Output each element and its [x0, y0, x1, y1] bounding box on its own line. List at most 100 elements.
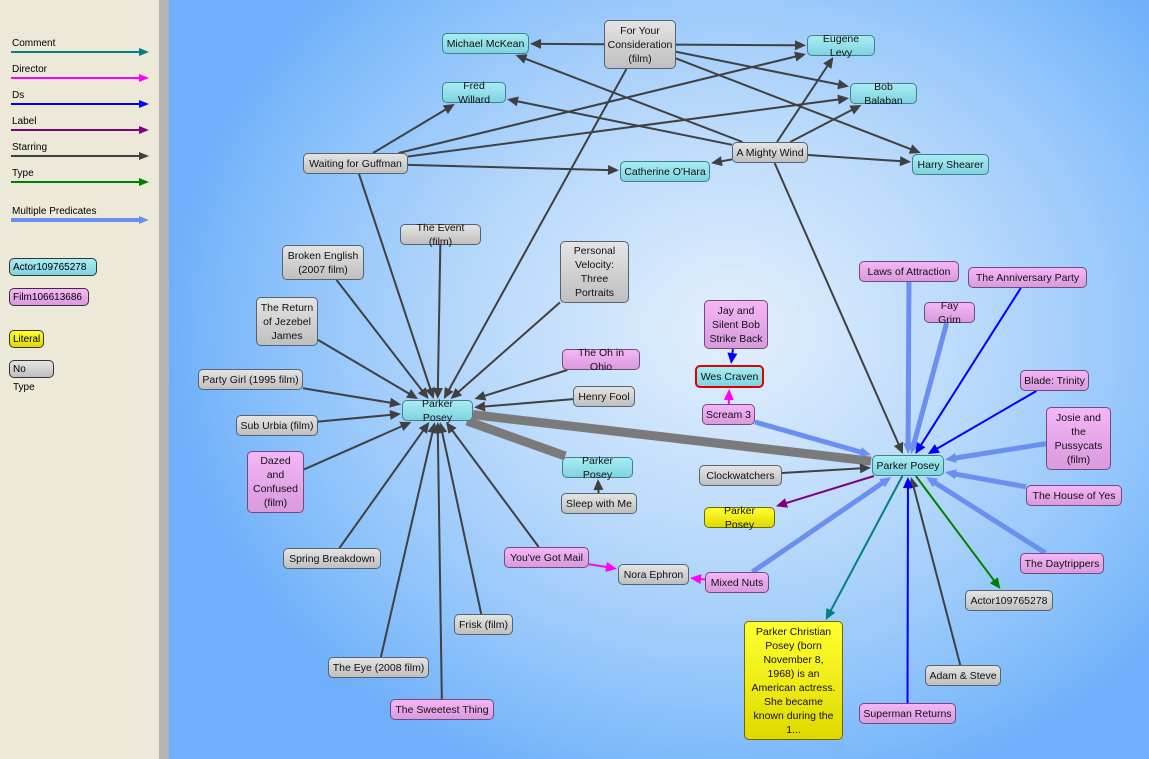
graph-edge-guffman-balaban[interactable] — [407, 94, 849, 158]
legend-predicate-type[interactable]: Type — [11, 168, 149, 190]
graph-node-ohara[interactable]: Catherine O'Hara — [620, 161, 710, 182]
graph-edge-fyc-shearer[interactable] — [675, 57, 921, 154]
legend-predicate-ds[interactable]: Ds — [11, 90, 149, 112]
graph-edge-ohio-pp1[interactable] — [474, 369, 568, 401]
graph-node-sleep[interactable]: Sleep with Me — [561, 493, 637, 514]
graph-edge-pp1-pp3[interactable] — [472, 410, 872, 466]
graph-edge-superman-pp3[interactable] — [902, 477, 913, 704]
graph-node-blade[interactable]: Blade: Trinity — [1020, 370, 1089, 391]
graph-edge-mail-ephron[interactable] — [588, 562, 617, 572]
graph-node-guffman[interactable]: Waiting for Guffman — [303, 153, 408, 174]
graph-edge-suburbia-pp1[interactable] — [317, 409, 401, 423]
graph-edge-faygrim-pp3[interactable] — [909, 322, 950, 454]
graph-node-velocity[interactable]: Personal Velocity: Three Portraits — [560, 241, 629, 303]
graph-node-partygirl[interactable]: Party Girl (1995 film) — [198, 369, 303, 390]
graph-edge-guffman-levy[interactable] — [398, 51, 806, 154]
legend-type-actor[interactable]: Actor109765278 — [9, 258, 97, 276]
graph-node-scream[interactable]: Scream 3 — [702, 404, 755, 425]
graph-node-fyc[interactable]: For Your Consideration (film) — [604, 20, 676, 69]
graph-node-sweetest[interactable]: The Sweetest Thing — [390, 699, 494, 720]
graph-edge-event-pp1[interactable] — [432, 244, 443, 399]
graph-edge-scream-pp3[interactable] — [754, 419, 871, 457]
graph-edge-henryfool-pp1[interactable] — [474, 398, 574, 412]
graph-edge-anniv-pp3[interactable] — [915, 287, 1022, 454]
graph-node-pp2[interactable]: Parker Posey — [562, 455, 633, 481]
graph-node-laws[interactable]: Laws of Attraction — [859, 261, 959, 282]
graph-edge-sleep-pp2[interactable] — [593, 479, 604, 494]
graph-edge-eye-pp1[interactable] — [379, 422, 438, 658]
graph-node-ohio[interactable]: The Oh in Ohio — [562, 347, 640, 373]
graph-edge-mixed-ephron[interactable] — [690, 574, 706, 585]
graph-node-mckean[interactable]: Michael McKean — [442, 33, 529, 54]
graph-node-mail[interactable]: You've Got Mail — [504, 547, 589, 568]
legend-predicate-director[interactable]: Director — [11, 64, 149, 86]
graph-node-houseyes[interactable]: The House of Yes — [1026, 485, 1122, 506]
graph-edge-mightywind-shearer[interactable] — [807, 154, 911, 167]
graph-edge-mightywind-ohara[interactable] — [711, 156, 733, 167]
graph-node-clock[interactable]: Clockwatchers — [699, 465, 782, 486]
graph-edge-mightywind-balaban[interactable] — [789, 105, 862, 143]
legend-predicate-multiple-predicates[interactable]: Multiple Predicates — [11, 206, 149, 228]
graph-edge-mixed-pp3[interactable] — [750, 477, 892, 575]
graph-edge-guffman-willard[interactable] — [372, 104, 455, 154]
graph-edge-scream-craven[interactable] — [723, 389, 734, 405]
graph-edge-fyc-pp1[interactable] — [443, 68, 628, 399]
graph-node-dazed[interactable]: Dazed and Confused (film) — [247, 451, 304, 513]
graph-edge-josie-pp3[interactable] — [945, 441, 1047, 463]
graph-edge-mail-pp1[interactable] — [446, 422, 540, 548]
graph-edge-guffman-pp1[interactable] — [358, 173, 435, 399]
graph-edge-blade-pp3[interactable] — [927, 390, 1037, 454]
graph-edge-velocity-pp1[interactable] — [450, 301, 561, 399]
graph-edge-mightywind-levy[interactable] — [776, 57, 834, 143]
graph-node-adam[interactable]: Adam & Steve — [925, 665, 1001, 686]
graph-node-pp3[interactable]: Parker Posey — [872, 455, 944, 476]
graph-edge-frisk-pp1[interactable] — [437, 422, 483, 615]
panel-splitter[interactable] — [159, 0, 169, 759]
legend-predicate-starring[interactable]: Starring — [11, 142, 149, 164]
graph-edge-guffman-ohara[interactable] — [407, 163, 619, 176]
graph-edge-mightywind-mckean[interactable] — [515, 54, 743, 143]
graph-edge-mightywind-willard[interactable] — [507, 96, 733, 146]
graph-node-superman[interactable]: Superman Returns — [859, 703, 956, 724]
graph-node-pp1[interactable]: Parker Posey — [402, 398, 473, 424]
graph-node-henryfool[interactable]: Henry Fool — [573, 386, 635, 407]
graph-edge-fyc-levy[interactable] — [675, 40, 806, 51]
graph-node-willard[interactable]: Fred Willard — [442, 80, 506, 106]
graph-node-jay[interactable]: Jay and Silent Bob Strike Back — [704, 300, 768, 349]
graph-node-craven[interactable]: Wes Craven — [695, 365, 764, 388]
graph-edge-daytrip-pp3[interactable] — [926, 477, 1047, 556]
graph-edge-clock-pp3[interactable] — [781, 463, 871, 475]
legend-predicate-comment[interactable]: Comment — [11, 38, 149, 60]
graph-node-daytrip[interactable]: The Daytrippers — [1020, 553, 1104, 574]
graph-canvas[interactable]: For Your Consideration (film) Michael McK… — [169, 0, 1149, 759]
graph-node-levy[interactable]: Eugene Levy — [807, 33, 875, 59]
graph-edge-spring-pp1[interactable] — [338, 422, 430, 549]
graph-edge-houseyes-pp3[interactable] — [945, 469, 1027, 490]
graph-node-jezebel[interactable]: The Return of Jezebel James — [256, 297, 318, 346]
graph-node-frisk[interactable]: Frisk (film) — [454, 614, 513, 635]
graph-edge-adam-pp3[interactable] — [908, 477, 962, 666]
graph-node-suburbia[interactable]: Sub Urbia (film) — [236, 415, 318, 436]
graph-node-pplit[interactable]: Parker Posey — [704, 505, 775, 531]
graph-node-anniv[interactable]: The Anniversary Party — [968, 267, 1087, 288]
graph-edge-pp3-comment[interactable] — [825, 475, 904, 620]
graph-edge-pp3-pplit[interactable] — [776, 475, 875, 508]
graph-edge-jay-craven[interactable] — [727, 348, 738, 364]
graph-edge-fyc-mckean[interactable] — [530, 38, 605, 49]
graph-node-faygrim[interactable]: Fay Grim — [924, 300, 975, 326]
graph-edge-pp3-actortype[interactable] — [915, 475, 1001, 589]
graph-node-spring[interactable]: Spring Breakdown — [283, 548, 381, 569]
graph-edge-pp1-pp2[interactable] — [465, 416, 567, 461]
graph-node-broken[interactable]: Broken English (2007 film) — [282, 245, 364, 280]
graph-node-actortype[interactable]: Actor109765278 — [965, 590, 1053, 611]
graph-node-mixed[interactable]: Mixed Nuts — [705, 572, 769, 593]
graph-node-josie[interactable]: Josie and the Pussycats (film) — [1046, 407, 1111, 470]
graph-node-shearer[interactable]: Harry Shearer — [912, 154, 989, 175]
graph-edge-sweetest-pp1[interactable] — [432, 422, 443, 700]
legend-predicate-label[interactable]: Label — [11, 116, 149, 138]
legend-type-film[interactable]: Film106613686 — [9, 288, 89, 306]
graph-edge-fyc-balaban[interactable] — [675, 50, 849, 90]
graph-edge-partygirl-pp1[interactable] — [302, 387, 401, 408]
graph-edge-broken-pp1[interactable] — [335, 279, 429, 399]
graph-edge-mightywind-pp3[interactable] — [773, 162, 904, 454]
